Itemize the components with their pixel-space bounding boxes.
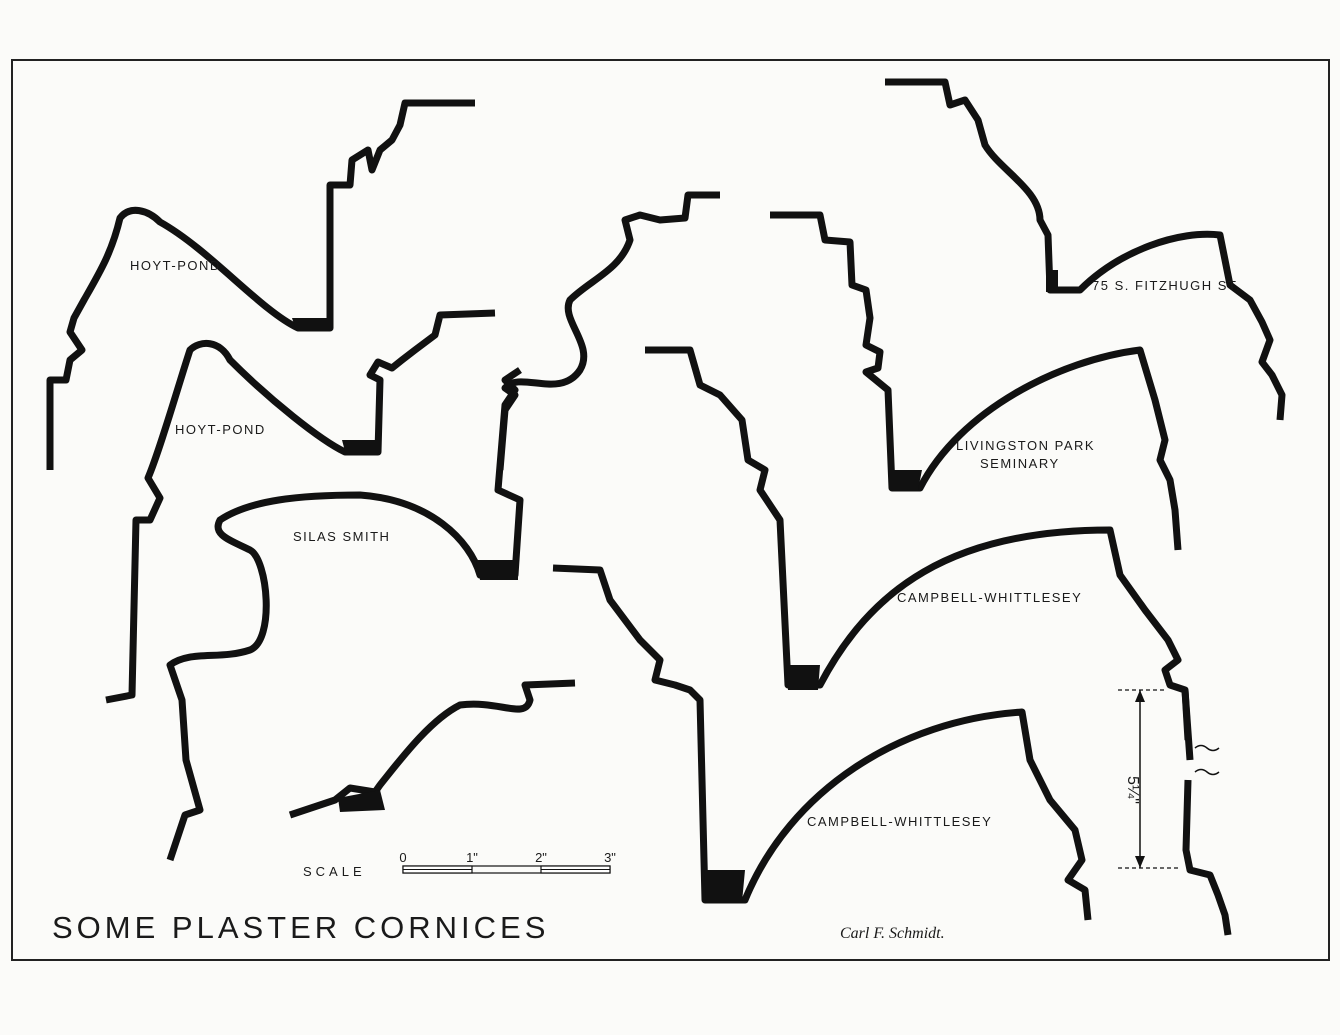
cornice-profile-outline bbox=[496, 191, 720, 471]
drawing-title: SOME PLASTER CORNICES bbox=[52, 910, 549, 945]
scale-tick-2: 2" bbox=[535, 850, 547, 865]
dimension-height: 5¼" bbox=[1118, 689, 1180, 869]
scale-label: SCALE bbox=[303, 864, 366, 879]
cornice-shadow-fill bbox=[1046, 270, 1058, 292]
dimension-value: 5¼" bbox=[1124, 776, 1141, 804]
break-mark bbox=[1194, 744, 1220, 752]
arrow-down-icon bbox=[1135, 856, 1145, 868]
profile-label: CAMPBELL-WHITTLESEY bbox=[897, 590, 1082, 605]
profile-label: HOYT-POND bbox=[130, 258, 221, 273]
scale-bar: SCALE 0 1" 2" 3" bbox=[303, 850, 616, 879]
scale-tick-1: 1" bbox=[466, 850, 478, 865]
profile-label: 75 S. FITZHUGH ST. bbox=[1092, 278, 1241, 293]
arrow-up-icon bbox=[1135, 690, 1145, 702]
cornice-shadow-fill bbox=[704, 870, 745, 902]
profile-small-crown bbox=[288, 679, 576, 819]
profile-campbell-whittlesey-upper: CAMPBELL-WHITTLESEY bbox=[645, 346, 1194, 761]
profile-center-tall bbox=[496, 191, 720, 471]
cornice-profile-outline bbox=[46, 99, 475, 470]
break-mark bbox=[1194, 768, 1220, 776]
cornice-profile-outline bbox=[105, 309, 496, 704]
profile-label: HOYT-POND bbox=[175, 422, 266, 437]
cornice-profile-outline bbox=[1181, 689, 1232, 936]
profile-75-s-fitzhugh: 75 S. FITZHUGH ST. bbox=[885, 78, 1286, 421]
cornice-shadow-fill bbox=[342, 440, 380, 455]
profile-hoyt-pond-upper: HOYT-POND bbox=[46, 99, 475, 470]
cornice-shadow-fill bbox=[292, 318, 330, 330]
cornice-profile-outline bbox=[885, 78, 1286, 421]
cornice-profile-outline bbox=[552, 564, 1092, 921]
cornice-profile-outline bbox=[770, 211, 1182, 551]
profile-label: SILAS SMITH bbox=[293, 529, 390, 544]
profile-label-line1: LIVINGSTON PARK bbox=[956, 438, 1095, 453]
artist-signature: Carl F. Schmidt. bbox=[840, 925, 945, 942]
scale-tick-0: 0 bbox=[399, 850, 406, 865]
cornice-profile-outline bbox=[645, 346, 1194, 761]
cornice-shadow-fill bbox=[476, 560, 518, 580]
cornice-profile-outline bbox=[166, 367, 524, 862]
cornice-shadow-fill bbox=[338, 790, 385, 812]
profile-hoyt-pond-lower: HOYT-POND bbox=[105, 309, 496, 704]
sheet-border bbox=[11, 59, 1330, 961]
profile-label: CAMPBELL-WHITTLESEY bbox=[807, 814, 992, 829]
scale-tick-3: 3" bbox=[604, 850, 616, 865]
profile-label-line2: SEMINARY bbox=[980, 456, 1060, 471]
profile-silas-smith: SILAS SMITH bbox=[166, 367, 524, 862]
profile-right-edge-partial bbox=[1181, 689, 1232, 936]
profile-livingston-park-seminary: LIVINGSTON PARK SEMINARY bbox=[770, 211, 1182, 551]
profile-campbell-whittlesey-lower: CAMPBELL-WHITTLESEY bbox=[552, 564, 1092, 921]
cornice-profile-outline bbox=[288, 679, 576, 819]
cornice-shadow-fill bbox=[888, 470, 922, 490]
cornice-shadow-fill bbox=[786, 665, 820, 690]
